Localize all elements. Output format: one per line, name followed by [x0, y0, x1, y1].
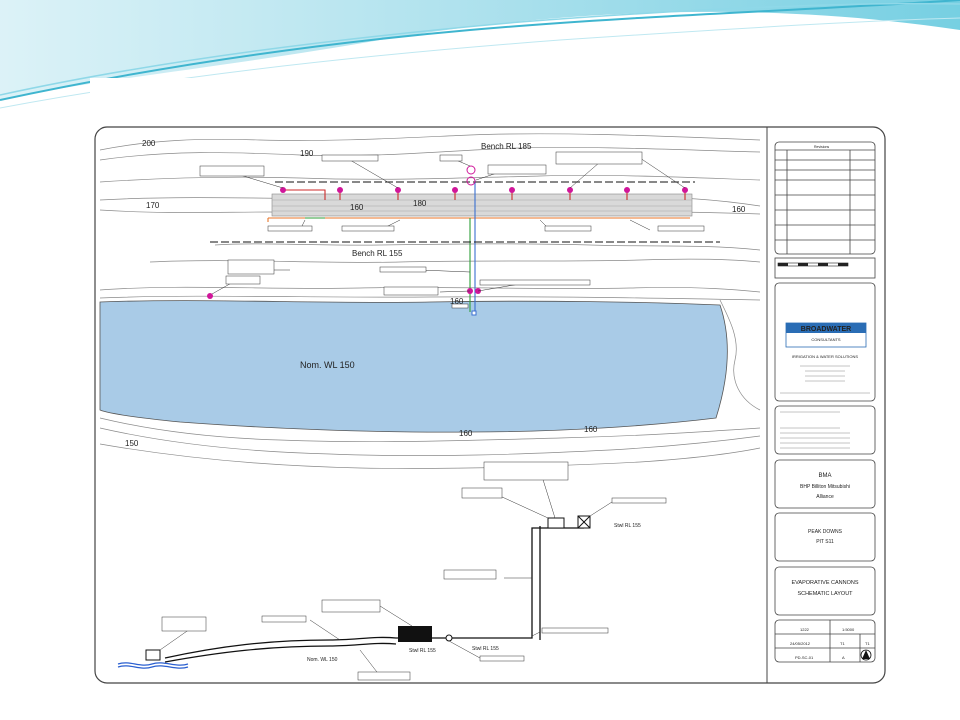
annotation-boxes	[199, 151, 705, 309]
contour-label: 180	[413, 199, 427, 208]
bench-top-label: Bench RL 185	[481, 142, 532, 151]
valve-markers	[466, 165, 476, 186]
contour-label: 150	[125, 439, 139, 448]
rev-value-small: T1	[865, 641, 870, 646]
outfall-marker-icon	[207, 293, 213, 299]
section-water	[117, 662, 189, 669]
company-tagline: IRRIGATION & WATER SOLUTIONS	[792, 354, 858, 359]
cannon-icon	[624, 187, 630, 193]
section-structures	[145, 515, 591, 661]
contour-label: 170	[146, 201, 160, 210]
water-body	[99, 300, 728, 433]
revision-value: A	[842, 655, 845, 660]
valve-rl-label: Stwl RL 155	[472, 646, 499, 652]
contour-label: 190	[300, 149, 314, 158]
title-block	[774, 141, 876, 663]
size-value: T1	[840, 641, 845, 646]
scale-value: 1:5000	[842, 627, 855, 632]
outlet-rl-label: Stwl RL 155	[614, 523, 641, 529]
water-level-label: Nom. WL 150	[300, 360, 355, 370]
project-name: PEAK DOWNS	[808, 529, 843, 535]
intake-marker-icon	[471, 310, 477, 316]
pump-rl-label: Stwl RL 155	[409, 648, 436, 654]
revisions-heading: Revisions	[814, 145, 829, 149]
job-number: 1222	[800, 627, 810, 632]
company-name: BROADWATER	[801, 326, 851, 333]
cannon-icon	[280, 187, 286, 193]
valve-icon	[466, 165, 476, 175]
project-pit: PIT S11	[816, 539, 834, 545]
cannon-icon	[509, 187, 515, 193]
contour-label: 160	[732, 205, 746, 214]
north-arrow-icon	[860, 649, 872, 661]
cannon-pipe-network	[210, 180, 720, 312]
contour-label: 160	[459, 429, 473, 438]
contour-label: 160	[450, 297, 464, 306]
scale-bar	[777, 262, 849, 267]
date-value: 24/05/2012	[790, 641, 811, 646]
contour-label: 160	[350, 203, 364, 212]
cannon-icon	[567, 187, 573, 193]
lower-water-label: Nom. WL 150	[307, 657, 338, 663]
client-name: BMA	[818, 473, 831, 479]
client-alliance: Alliance	[816, 494, 834, 500]
section-pipeline	[164, 526, 584, 663]
cannon-icon	[395, 187, 401, 193]
contour-label: 200	[142, 139, 156, 148]
cannon-icon	[682, 187, 688, 193]
cannon-icon	[452, 187, 458, 193]
bench-mid-label: Bench RL 155	[352, 249, 403, 258]
contour-label: 160	[584, 425, 598, 434]
company-subtitle: CONSULTANTS	[811, 337, 841, 342]
drawing-subtitle: SCHEMATIC LAYOUT	[797, 591, 853, 597]
bench-strip	[271, 193, 693, 217]
company-address-lines	[780, 365, 870, 394]
notes-lines	[780, 411, 850, 449]
drawing-title: EVAPORATIVE CANNONS	[791, 580, 858, 586]
cannon-icon	[337, 187, 343, 193]
drawing-number: PD-SC-01	[795, 655, 814, 660]
section-annotation-boxes	[161, 461, 667, 681]
valve-icon	[466, 176, 476, 186]
client-full-name: BHP Billiton Mitsubishi	[800, 484, 850, 490]
company-logo: BROADWATER CONSULTANTS	[785, 322, 867, 348]
cannon-markers	[207, 187, 688, 299]
